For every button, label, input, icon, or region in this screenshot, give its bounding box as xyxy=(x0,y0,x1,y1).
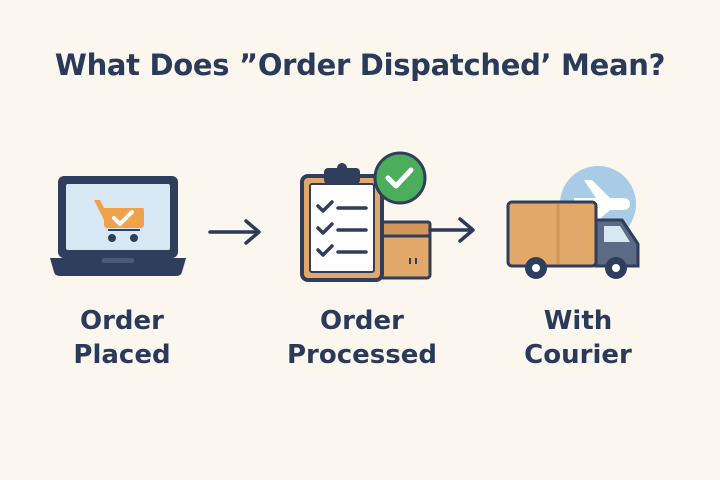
step-label-with-courier: With Courier xyxy=(478,304,678,372)
laptop-cart-icon xyxy=(50,176,186,276)
step-label-line1: Order xyxy=(80,306,164,336)
clipboard-checklist-icon xyxy=(300,151,475,282)
step-label-line2: Placed xyxy=(73,340,171,370)
step-label-order-placed: Order Placed xyxy=(22,304,222,372)
delivery-truck-icon xyxy=(506,166,640,279)
step-label-line1: Order xyxy=(320,306,404,336)
step-label-line1: With xyxy=(543,306,613,336)
arrow-right-icon xyxy=(206,218,266,250)
step-with-courier xyxy=(504,164,654,288)
check-badge-icon xyxy=(373,151,427,205)
arrow-right-icon xyxy=(428,217,475,243)
step-order-processed xyxy=(296,150,486,286)
step-label-line2: Courier xyxy=(524,340,632,370)
diagram-title: What Does ”Order Dispatched’ Mean? xyxy=(54,48,666,82)
step-label-line2: Processed xyxy=(287,340,437,370)
step-label-order-processed: Order Processed xyxy=(262,304,462,372)
package-box-icon xyxy=(378,220,432,280)
step-order-placed xyxy=(50,172,186,282)
